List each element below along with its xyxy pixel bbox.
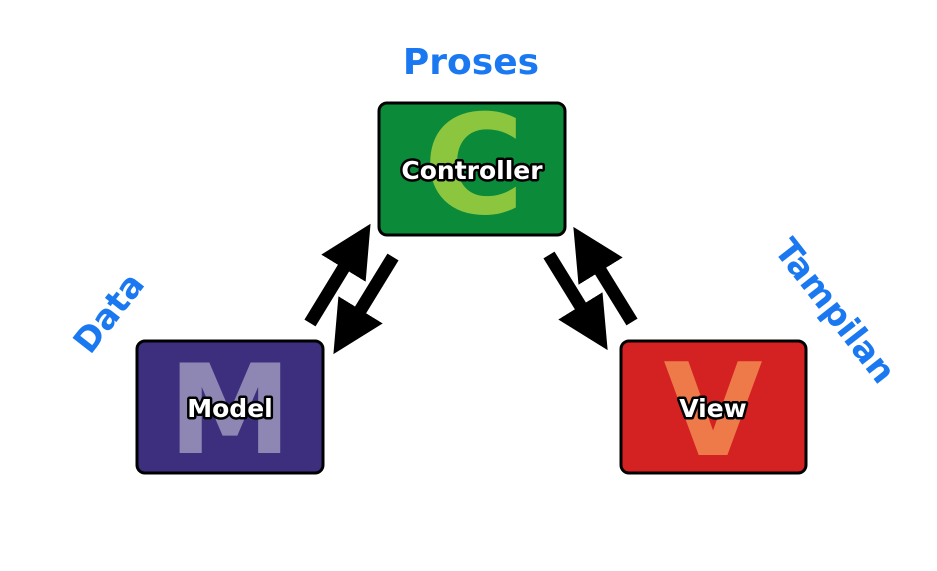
- view-letter-icon: V: [663, 337, 762, 486]
- view-to-controller-arrow: [573, 226, 638, 326]
- model-box-bg: [135, 339, 325, 475]
- proses-label: Proses: [403, 42, 539, 83]
- model-to-controller-arrow: [304, 223, 371, 327]
- controller-to-view-arrow: [543, 251, 608, 351]
- view-box: V View: [619, 337, 808, 486]
- model-label: Model: [187, 394, 272, 423]
- controller-letter-icon: C: [423, 85, 524, 246]
- model-letter-icon: M: [168, 339, 291, 483]
- controller-box: C Controller: [377, 85, 567, 246]
- controller-label: Controller: [401, 156, 543, 185]
- controller-to-model-arrow: [333, 253, 399, 355]
- controller-box-bg: [377, 101, 567, 237]
- view-label: View: [679, 394, 747, 423]
- view-box-bg: [619, 339, 808, 475]
- model-box: M Model: [135, 339, 325, 483]
